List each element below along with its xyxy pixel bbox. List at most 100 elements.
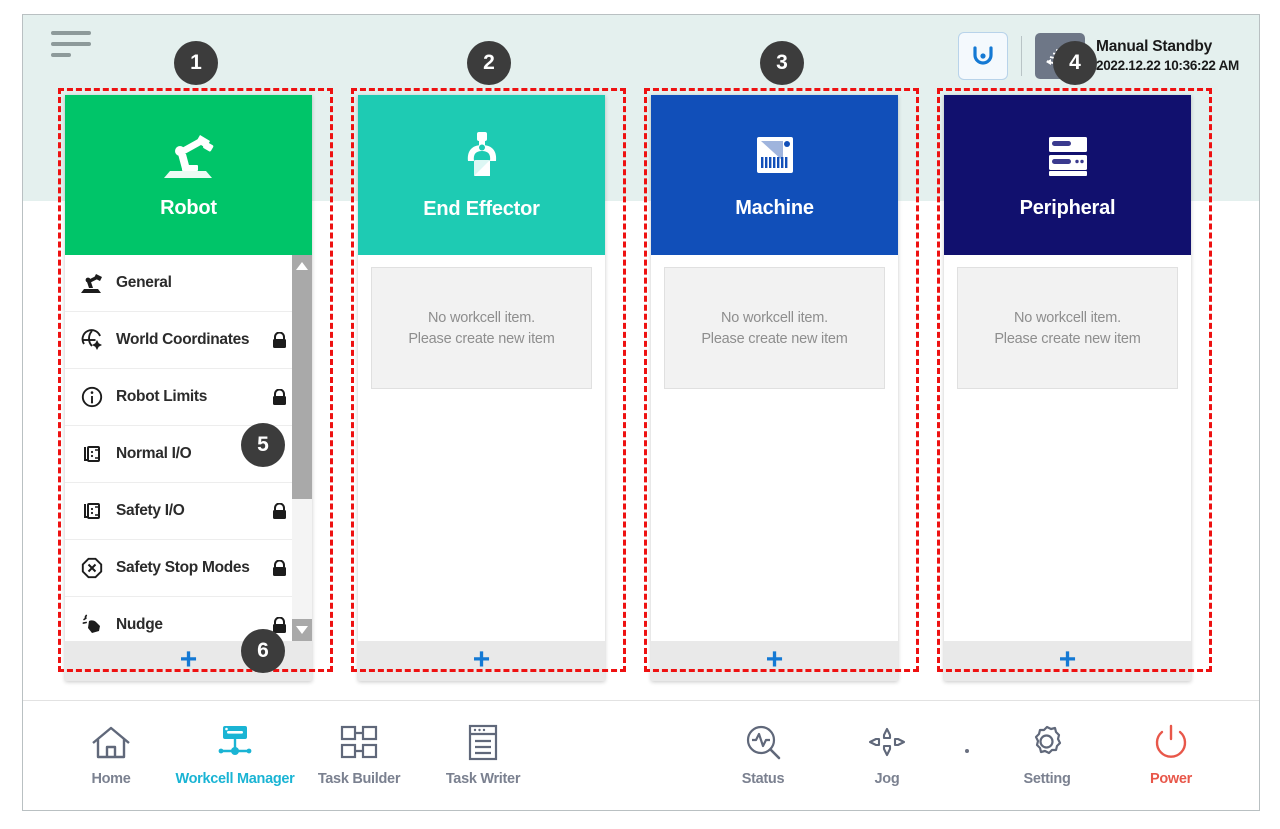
nav-group-right: Status Jog (701, 724, 1233, 787)
card-title-peripheral: Peripheral (1019, 196, 1116, 219)
chevron-up-icon (296, 262, 308, 270)
menu-item-general[interactable]: General (65, 255, 298, 312)
nav-item-status[interactable]: Status (701, 724, 825, 787)
empty-line-1: No workcell item. (721, 309, 828, 326)
add-end-effector-button[interactable]: + (358, 641, 605, 681)
limits-circle-icon (77, 386, 107, 408)
card-header-end-effector[interactable]: End Effector (358, 95, 605, 255)
menu-item-robot-limits[interactable]: Robot Limits (65, 369, 298, 426)
robot-settings-menu: General World Coordinates (65, 255, 298, 641)
empty-line-1: No workcell item. (1014, 309, 1121, 326)
menu-label: Normal I/O (116, 445, 192, 462)
nav-label: Workcell Manager (175, 771, 295, 787)
hamburger-icon[interactable] (51, 31, 95, 65)
stop-octagon-icon (77, 557, 107, 579)
divider (1020, 36, 1022, 76)
hand-nudge-icon (77, 614, 107, 636)
workcell-card-grid: Robot General (23, 15, 1259, 810)
cobot-arc-icon[interactable] (957, 32, 1008, 80)
workcell-card-robot: Robot General (65, 95, 312, 681)
scroll-down-button[interactable] (292, 619, 312, 641)
home-icon (92, 726, 130, 759)
gear-icon (1034, 725, 1062, 755)
nav-label: Jog (874, 771, 900, 787)
nav-item-jog[interactable]: Jog (825, 724, 949, 787)
lock-icon (270, 502, 288, 520)
menu-item-safety-io[interactable]: Safety I/O (65, 483, 298, 540)
card-header-machine[interactable]: Machine (651, 95, 898, 255)
status-text: Manual Standby 2022.12.22 10:36:22 AM (1096, 37, 1239, 74)
card-header-peripheral[interactable]: Peripheral (944, 95, 1191, 255)
nav-label: Task Builder (317, 771, 401, 787)
nav-item-setting[interactable]: Setting (985, 724, 1109, 787)
task-writer-icon (468, 724, 498, 761)
menu-item-normal-io[interactable]: Normal I/O (65, 426, 298, 483)
empty-state-end-effector: No workcell item. Please create new item (371, 267, 592, 389)
empty-state-machine: No workcell item. Please create new item (664, 267, 885, 389)
server-rack-icon (1048, 136, 1087, 176)
robot-arm-icon (163, 134, 213, 178)
add-machine-button[interactable]: + (651, 641, 898, 681)
task-builder-icon (340, 725, 378, 759)
card-body-machine: No workcell item. Please create new item (651, 255, 898, 641)
menu-item-world-coordinates[interactable]: World Coordinates (65, 312, 298, 369)
lock-icon (270, 331, 288, 349)
menu-label: Robot Limits (116, 388, 208, 405)
empty-line-2: Please create new item (408, 330, 555, 347)
hamburger-line (51, 31, 91, 35)
device-frame: Manual Standby 2022.12.22 10:36:22 AM (22, 14, 1260, 811)
scroll-up-button[interactable] (292, 255, 312, 277)
hamburger-line (51, 53, 71, 57)
nav-label: Home (91, 771, 131, 787)
card-body-peripheral: No workcell item. Please create new item (944, 255, 1191, 641)
card-header-robot[interactable]: Robot (65, 95, 312, 255)
workcell-card-end-effector: End Effector No workcell item. Please cr… (358, 95, 605, 681)
nav-label: Setting (1023, 771, 1071, 787)
status-datetime: 2022.12.22 10:36:22 AM (1095, 58, 1239, 74)
workcell-node-icon (218, 726, 252, 755)
annotation-badge-4: 4 (1053, 41, 1097, 85)
status-title: Manual Standby (1095, 38, 1213, 56)
menu-label: General (116, 274, 172, 291)
menu-scrollbar[interactable] (292, 255, 312, 641)
lock-icon (270, 559, 288, 577)
add-peripheral-button[interactable]: + (944, 641, 1191, 681)
io-port-icon (77, 443, 107, 465)
annotation-badge-3: 3 (760, 41, 804, 85)
nav-item-task-builder[interactable]: Task Builder (297, 724, 421, 787)
nav-group-left: Home Workcell Manager (49, 724, 545, 787)
nav-item-workcell-manager[interactable]: Workcell Manager (173, 724, 297, 787)
globe-axis-icon (77, 329, 107, 351)
empty-line-2: Please create new item (701, 330, 848, 347)
empty-line-1: No workcell item. (428, 309, 535, 326)
gripper-icon (467, 131, 496, 176)
separator-dot (965, 748, 969, 753)
status-scope-icon (746, 725, 781, 760)
menu-label: World Coordinates (116, 331, 250, 348)
card-title-machine: Machine (735, 196, 814, 219)
plus-icon: + (1058, 642, 1077, 676)
scrollbar-thumb[interactable] (292, 277, 312, 499)
annotation-badge-6: 6 (241, 629, 285, 673)
nav-label: Power (1149, 771, 1192, 787)
nav-label: Task Writer (445, 771, 521, 787)
plus-icon: + (765, 642, 784, 676)
plus-icon: + (472, 642, 491, 676)
nav-item-power[interactable]: Power (1109, 724, 1233, 787)
menu-item-safety-stop-modes[interactable]: Safety Stop Modes (65, 540, 298, 597)
nav-label: Status (741, 771, 785, 787)
card-title-robot: Robot (160, 196, 217, 219)
nav-item-task-writer[interactable]: Task Writer (421, 724, 545, 787)
robot-arm-icon (77, 273, 107, 294)
card-title-end-effector: End Effector (423, 197, 540, 220)
nav-item-home[interactable]: Home (49, 724, 173, 787)
lock-icon (270, 616, 288, 634)
io-port-icon (77, 500, 107, 522)
machine-icon (756, 136, 793, 173)
empty-line-2: Please create new item (994, 330, 1141, 347)
menu-item-nudge[interactable]: Nudge (65, 597, 298, 641)
workcell-card-machine: Machine No workcell item. Please create … (651, 95, 898, 681)
bottom-navigation: Home Workcell Manager (23, 700, 1259, 810)
power-icon (1155, 724, 1187, 758)
